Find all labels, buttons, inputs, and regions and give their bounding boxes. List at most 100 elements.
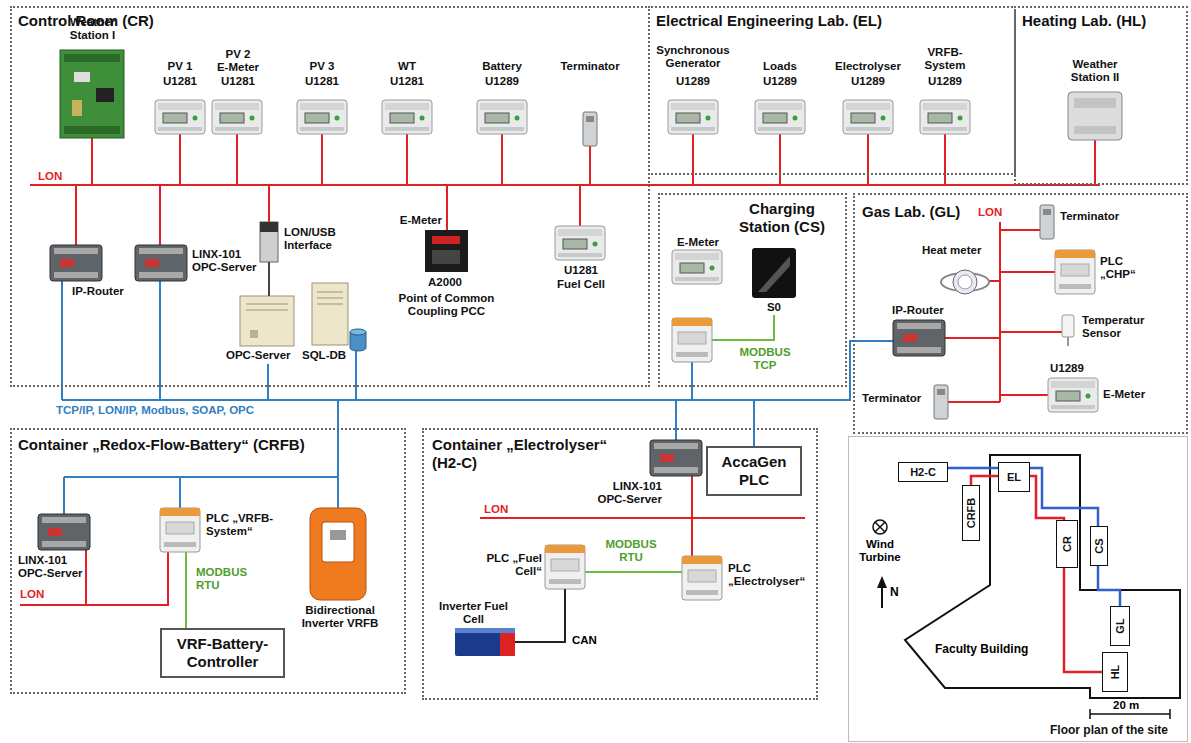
- pc-tower-part: [246, 304, 288, 310]
- meter-led: [706, 116, 711, 121]
- heat-meter-part: [953, 270, 977, 294]
- annotation-label: LON: [20, 588, 44, 601]
- meter-terminals: [215, 127, 259, 131]
- meter-body: [155, 100, 205, 134]
- meter-terminals: [671, 127, 715, 131]
- meter-terminals: [1051, 381, 1095, 388]
- vrfb-inverter-part: [322, 522, 354, 562]
- energy-meter: [155, 100, 205, 134]
- pc-tower-part: [250, 330, 258, 338]
- meter-terminals: [923, 127, 967, 131]
- meter-led: [515, 116, 520, 121]
- meter-terminals: [675, 277, 719, 281]
- terminator-body: [1040, 205, 1054, 239]
- terminator: [934, 385, 948, 419]
- device: Synchronous GeneratorU1289: [648, 40, 738, 138]
- device: ElectrolyserU1289: [835, 58, 901, 138]
- weather-station-board-part: [64, 126, 120, 134]
- device: Terminator: [860, 385, 950, 419]
- weather-station-board-part: [96, 88, 114, 102]
- meter-display: [390, 113, 414, 123]
- pcc-meter-part: [432, 250, 460, 264]
- label-text: IP-Router: [892, 304, 944, 317]
- energy-meter: [668, 100, 718, 134]
- label-text: PV 1: [150, 60, 210, 73]
- router-terminals: [42, 541, 86, 547]
- device: PLC „VRFB-System“: [160, 508, 302, 552]
- router-terminals: [139, 272, 183, 278]
- weather-station-board-part: [64, 54, 120, 62]
- terminator-plug: [1043, 209, 1051, 215]
- edge-label: MODBUS RTU: [598, 538, 664, 564]
- label-text: Container „Redox-Flow-Battery“ (CRFB): [18, 436, 318, 454]
- floor-plan-part: [877, 576, 887, 588]
- label-text: U1281: [545, 264, 617, 277]
- weather-station-board: [60, 50, 124, 138]
- label-text: Loads: [750, 60, 810, 73]
- plc-body: [672, 318, 712, 362]
- device: S0: [748, 248, 800, 314]
- router-body: [650, 440, 702, 476]
- label-text: CS: [1093, 538, 1105, 553]
- energy-meter: [555, 226, 605, 260]
- plc-terminals: [676, 352, 708, 357]
- annotation-label: LON: [38, 170, 62, 183]
- label-text: VRFB-System: [912, 46, 978, 72]
- label-text: U1281: [150, 75, 210, 88]
- terminator-body: [583, 112, 597, 146]
- label-text: CRFB: [965, 498, 977, 529]
- region-outline: Gas Lab. (GL)TerminatorHeat meterPLC „CH…: [855, 195, 1186, 432]
- plc-body: [545, 545, 585, 589]
- label-text: PV 2: [208, 48, 268, 61]
- device: PV 1 U1281: [150, 58, 210, 138]
- annotation-label: Wind Turbine: [855, 538, 905, 564]
- label-text: Bidirectional Inverter VRFB: [300, 604, 380, 630]
- meter-body: [920, 100, 970, 134]
- fuel-cell-inverter-part: [455, 628, 515, 633]
- energy-meter: [1048, 378, 1098, 412]
- meter-display: [680, 263, 704, 273]
- plc-top: [545, 545, 585, 553]
- plc-module: [160, 508, 200, 552]
- meter-led: [193, 116, 198, 121]
- vrfb-inverter-part: [310, 508, 366, 600]
- device: Heat meter: [920, 242, 998, 302]
- lon-usb-interface-part: [260, 222, 278, 262]
- device: LINX-101 OPC-Server: [135, 245, 265, 281]
- plc-panel: [166, 522, 194, 534]
- meter-terminals: [671, 103, 715, 110]
- device: Weather Station I: [50, 14, 135, 140]
- fuel-cell-inverter-part: [455, 628, 515, 656]
- meter-terminals: [923, 103, 967, 110]
- router-body: [893, 320, 945, 356]
- s0-counter-part: [758, 256, 790, 292]
- region-outline: Control Room (CR)Weather Station IPV 1U1…: [12, 8, 648, 385]
- weather-station-board-part: [72, 100, 82, 116]
- label-text: S0: [748, 301, 800, 314]
- energy-meter: [920, 100, 970, 134]
- meter-terminals: [1051, 405, 1095, 409]
- pc-tower: [240, 296, 294, 346]
- floor-plan-part: [875, 522, 885, 532]
- plc-top: [672, 318, 712, 326]
- plc-body: [682, 556, 722, 600]
- meter-led: [335, 116, 340, 121]
- annotation-label: MODBUS TCP: [735, 346, 795, 372]
- label-text: Heat meter: [922, 244, 981, 257]
- meter-terminals: [480, 103, 524, 110]
- plc-module: [672, 318, 712, 362]
- tcp-ip-bus: [62, 281, 893, 514]
- meter-body: [668, 100, 718, 134]
- meter-terminals: [558, 229, 602, 236]
- router-port: [145, 259, 159, 267]
- label-text: Container „Electrolyser“ (H2-C): [432, 436, 632, 472]
- meter-display: [1056, 391, 1080, 401]
- label-text: PLC „Fuel Cell“: [470, 552, 542, 578]
- heat-meter: [941, 270, 989, 294]
- temperature-sensor-part: [1062, 315, 1074, 337]
- label-text: OPC-Server: [226, 349, 291, 362]
- meter-display: [220, 113, 244, 123]
- region-outline: Container „Redox-Flow-Battery“ (CRFB)LIN…: [12, 430, 404, 692]
- device: VRFB-SystemU1289: [912, 46, 978, 138]
- pcc-meter-part: [432, 236, 460, 244]
